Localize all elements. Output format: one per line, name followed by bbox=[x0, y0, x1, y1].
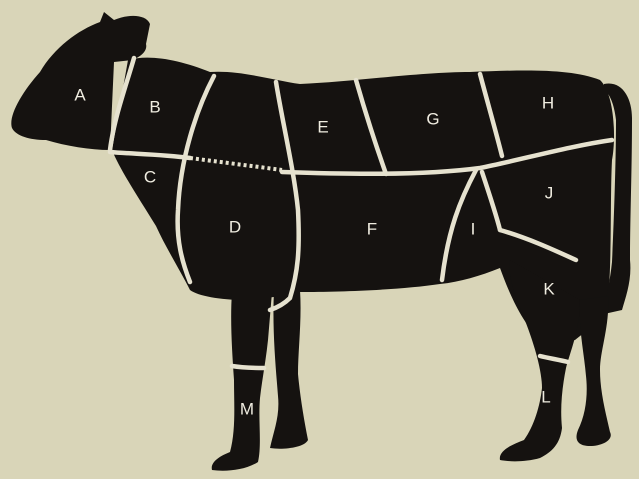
label-l: L bbox=[541, 387, 550, 406]
cut-line-knee bbox=[232, 366, 264, 368]
label-i: I bbox=[471, 219, 476, 238]
label-d: D bbox=[229, 217, 241, 236]
label-a: A bbox=[74, 85, 86, 104]
label-k: K bbox=[543, 279, 555, 298]
label-c: C bbox=[144, 167, 156, 186]
label-e: E bbox=[317, 117, 328, 136]
label-g: G bbox=[426, 109, 439, 128]
calf-silhouette bbox=[11, 12, 632, 471]
label-f: F bbox=[367, 219, 377, 238]
label-h: H bbox=[542, 93, 554, 112]
label-b: B bbox=[149, 97, 160, 116]
front-leg-near bbox=[212, 292, 272, 471]
label-m: M bbox=[240, 399, 254, 418]
label-j: J bbox=[545, 183, 554, 202]
front-leg-far bbox=[270, 290, 308, 449]
hind-leg-far bbox=[577, 296, 611, 446]
